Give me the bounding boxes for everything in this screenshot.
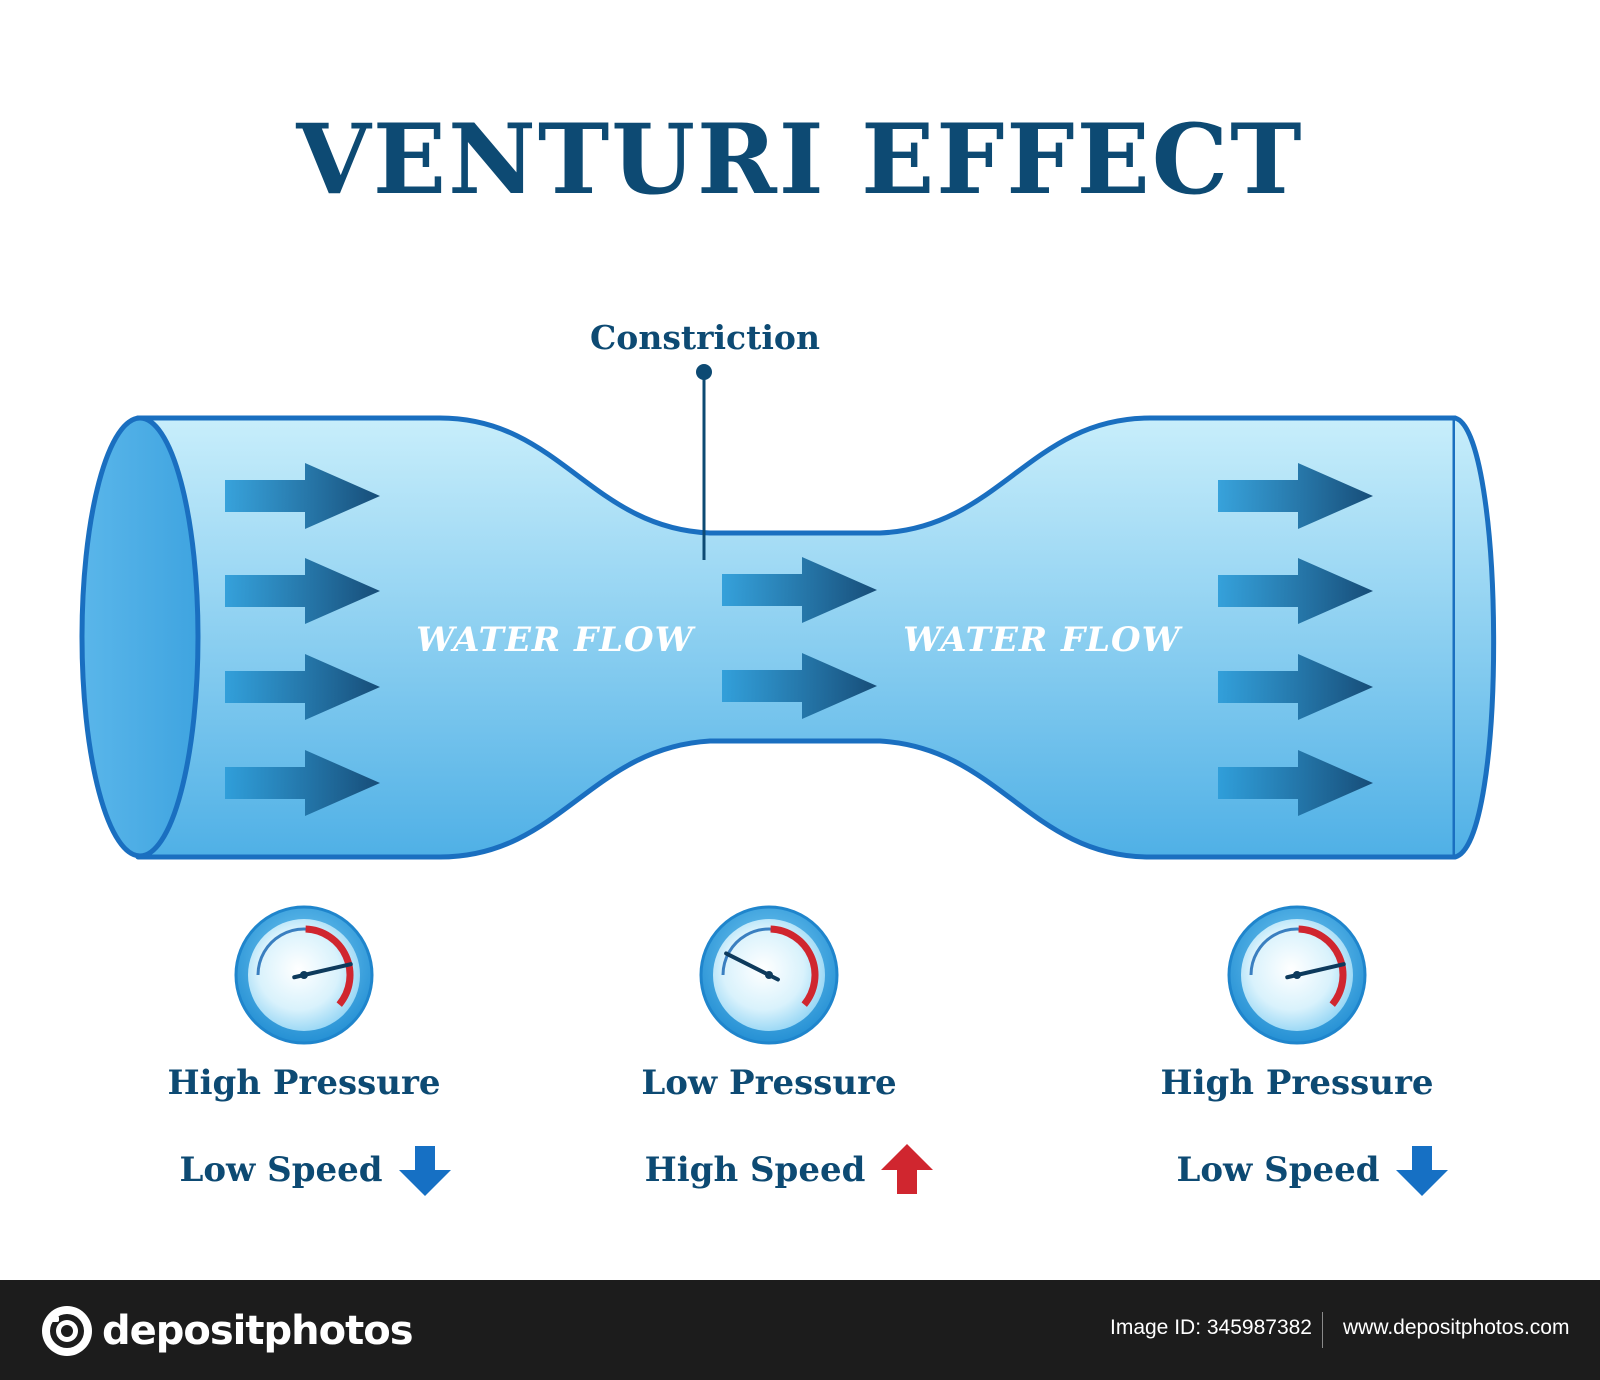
flow-arrow bbox=[1218, 463, 1373, 529]
flow-arrows-inlet bbox=[225, 463, 380, 816]
camera-logo-icon bbox=[42, 1306, 92, 1356]
flow-arrow bbox=[1218, 654, 1373, 720]
arrow-down-icon bbox=[398, 1146, 451, 1196]
flow-arrow bbox=[225, 654, 380, 720]
flow-arrows-outlet bbox=[1218, 463, 1373, 816]
image-id: Image ID: 345987382 bbox=[1110, 1316, 1312, 1339]
flow-arrow bbox=[225, 750, 380, 816]
gauge-pivot bbox=[1293, 971, 1301, 979]
pressure-label-outlet: High Pressure bbox=[1160, 1063, 1434, 1103]
constriction-label: Constriction bbox=[590, 318, 820, 357]
water-flow-label-outlet: WATER FLOW bbox=[903, 620, 1181, 660]
footer-divider bbox=[1322, 1312, 1323, 1348]
speed-label-inlet: Low Speed bbox=[179, 1150, 383, 1190]
gauge-scale-high bbox=[1298, 925, 1347, 1007]
brand-name: depositphotos bbox=[102, 1308, 414, 1354]
pressure-gauge-outlet bbox=[1227, 905, 1367, 1045]
speed-indicator-inlet: Low Speed bbox=[136, 1140, 496, 1200]
stock-footer-bar: depositphotos Image ID: 345987382 www.de… bbox=[0, 1280, 1600, 1380]
arrow-up-icon bbox=[881, 1144, 934, 1194]
pipe-outlet-end bbox=[1453, 415, 1497, 860]
diagram-title: Venturi effect bbox=[296, 103, 1304, 216]
flow-arrow bbox=[722, 653, 877, 719]
speed-label-outlet: Low Speed bbox=[1176, 1150, 1380, 1190]
flow-arrow bbox=[1218, 750, 1373, 816]
constriction-callout-dot bbox=[696, 364, 712, 380]
gauge-scale-high bbox=[770, 925, 819, 1007]
flow-arrow bbox=[1218, 558, 1373, 624]
pressure-label-inlet: High Pressure bbox=[167, 1063, 441, 1103]
water-flow-label-inlet: WATER FLOW bbox=[416, 620, 694, 660]
flow-arrow bbox=[225, 463, 380, 529]
site-url-link[interactable]: www.depositphotos.com bbox=[1343, 1316, 1570, 1339]
pressure-gauge-throat bbox=[699, 905, 839, 1045]
gauge-pivot bbox=[765, 971, 773, 979]
flow-arrow bbox=[225, 558, 380, 624]
speed-indicator-outlet: Low Speed bbox=[1133, 1140, 1493, 1200]
pipe-inlet-opening bbox=[79, 415, 201, 859]
arrow-down-icon bbox=[1395, 1146, 1448, 1196]
flow-arrows-throat bbox=[722, 557, 877, 719]
speed-indicator-throat: High Speed bbox=[610, 1140, 970, 1200]
brand: depositphotos bbox=[40, 1304, 414, 1358]
pressure-label-throat: Low Pressure bbox=[641, 1063, 897, 1103]
speed-label-throat: High Speed bbox=[644, 1150, 866, 1190]
gauge-scale-high bbox=[305, 925, 354, 1007]
gauge-pivot bbox=[300, 971, 308, 979]
pressure-gauge-inlet bbox=[234, 905, 374, 1045]
venturi-pipe-diagram bbox=[79, 364, 1497, 1045]
flow-arrow bbox=[722, 557, 877, 623]
